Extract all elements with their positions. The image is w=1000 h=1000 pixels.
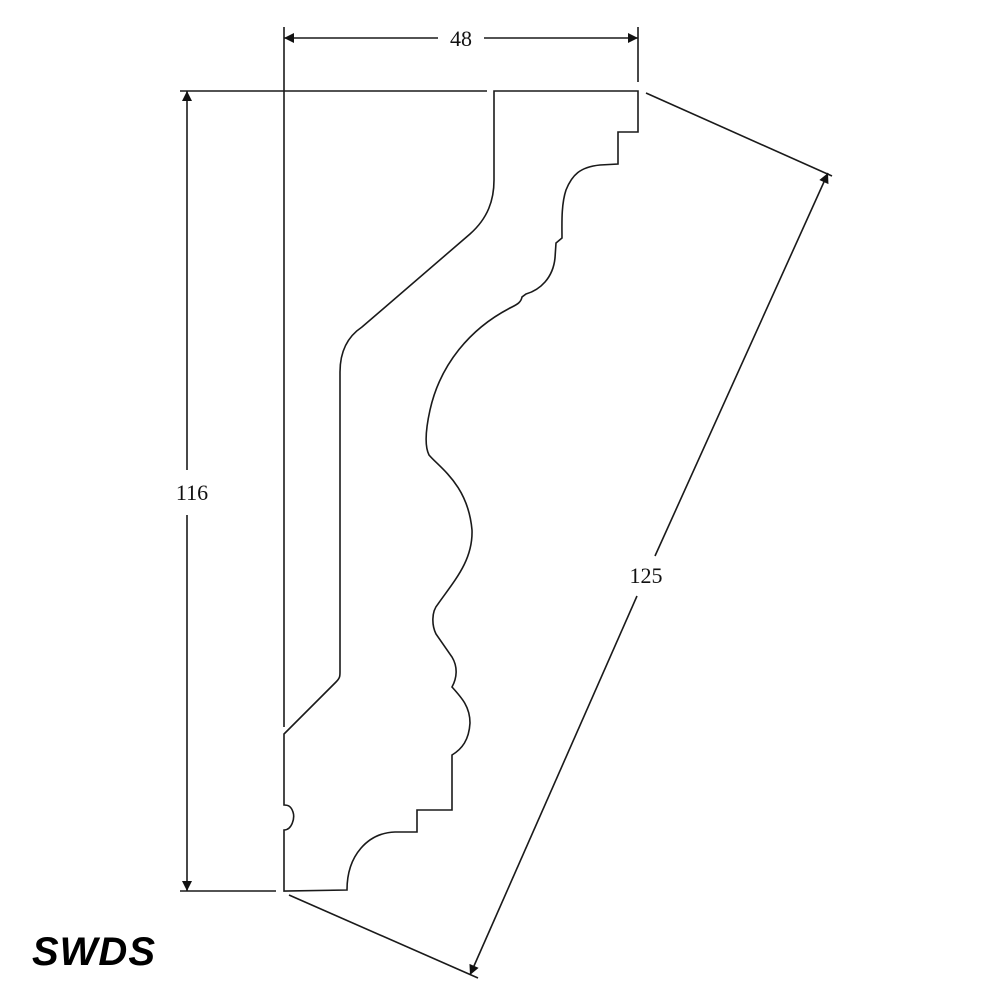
diagonal-extension-top bbox=[645, 92, 833, 177]
width-dimension-label: 48 bbox=[450, 26, 472, 51]
swds-logo: SWDS bbox=[32, 930, 156, 974]
diagonal-dimension-line-bottom bbox=[469, 595, 638, 976]
cornice-profile-outline bbox=[283, 90, 639, 892]
diagonal-dimension-label: 125 bbox=[630, 563, 663, 588]
diagonal-dimension-line-top bbox=[654, 172, 829, 557]
diagonal-extension-bottom bbox=[288, 894, 479, 979]
height-dimension-label: 116 bbox=[176, 480, 208, 505]
